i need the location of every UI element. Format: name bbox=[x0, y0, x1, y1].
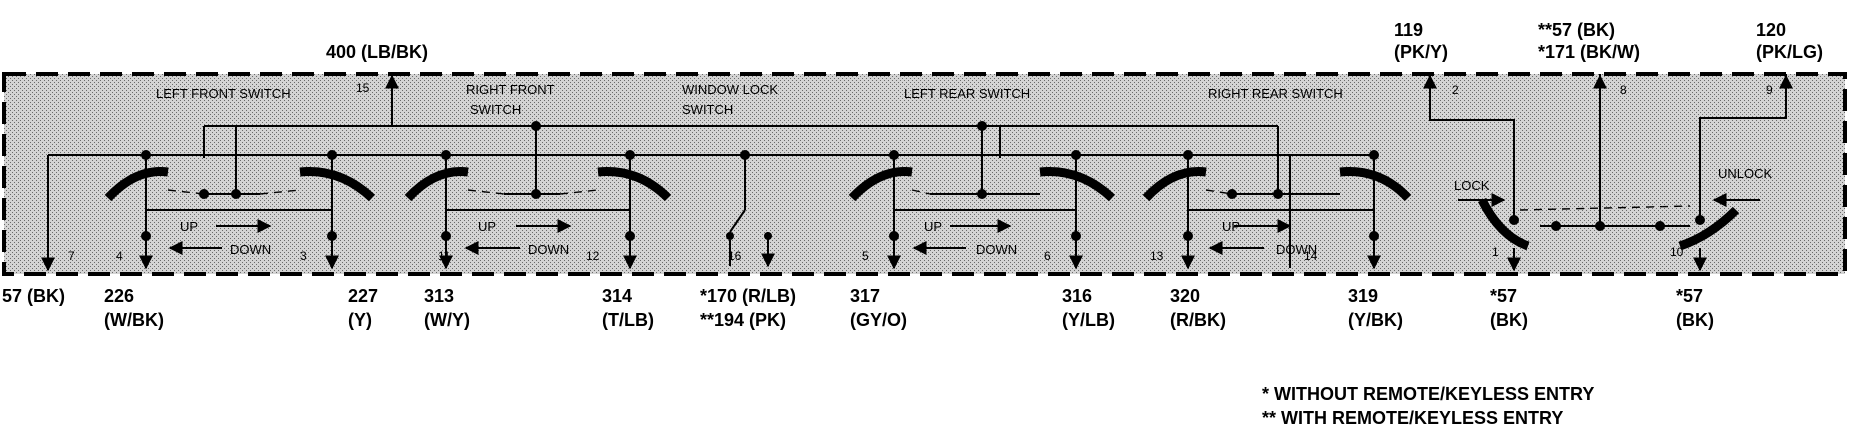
pin-1: 1 bbox=[1492, 245, 1499, 259]
pin-14: 14 bbox=[1304, 249, 1318, 263]
window-lock-switch-label-2: SWITCH bbox=[682, 102, 733, 117]
pin-13: 13 bbox=[1150, 249, 1164, 263]
window-lock-switch-label-1: WINDOW LOCK bbox=[682, 82, 778, 97]
wire-316-color-label: (Y/LB) bbox=[1062, 310, 1115, 330]
wire-57-top-label: **57 (BK) bbox=[1538, 20, 1615, 40]
right-rear-switch bbox=[1000, 125, 1412, 270]
wire-314-label: 314 bbox=[602, 286, 632, 306]
wire-120-label: 120 bbox=[1756, 20, 1786, 40]
left-rear-switch-label: LEFT REAR SWITCH bbox=[904, 86, 1030, 101]
wire-316-label: 316 bbox=[1062, 286, 1092, 306]
pin-11: 11 bbox=[438, 249, 451, 263]
pin-3: 3 bbox=[300, 249, 307, 263]
wire-320-label: 320 bbox=[1170, 286, 1200, 306]
wire-319-color-label: (Y/BK) bbox=[1348, 310, 1403, 330]
wire-227-color-label: (Y) bbox=[348, 310, 372, 330]
legend-without-remote: * WITHOUT REMOTE/KEYLESS ENTRY bbox=[1262, 384, 1594, 404]
wire-170-label: *170 (R/LB) bbox=[700, 286, 796, 306]
up-label-left-front: UP bbox=[180, 219, 198, 234]
legend-with-remote: ** WITH REMOTE/KEYLESS ENTRY bbox=[1262, 408, 1563, 428]
wire-314-color-label: (T/LB) bbox=[602, 310, 654, 330]
wire-313-color-label: (W/Y) bbox=[424, 310, 470, 330]
wire-226-color-label: (W/BK) bbox=[104, 310, 164, 330]
wire-400-label: 400 (LB/BK) bbox=[326, 42, 428, 62]
pin-7: 7 bbox=[68, 249, 75, 263]
door-lock-switch bbox=[1423, 74, 1793, 272]
wire-317-color-label: (GY/O) bbox=[850, 310, 907, 330]
pin-16: 16 bbox=[728, 249, 742, 263]
left-front-switch-label: LEFT FRONT SWITCH bbox=[156, 86, 291, 101]
wire-57-lock-color-label: (BK) bbox=[1490, 310, 1528, 330]
wire-119-color-label: (PK/Y) bbox=[1394, 42, 1448, 62]
down-label-left-rear: DOWN bbox=[976, 242, 1017, 257]
pin-8: 8 bbox=[1620, 83, 1627, 97]
wire-226-label: 226 bbox=[104, 286, 134, 306]
wire-320-color-label: (R/BK) bbox=[1170, 310, 1226, 330]
feed-bus bbox=[47, 74, 1374, 268]
wire-57-unlock-color-label: (BK) bbox=[1676, 310, 1714, 330]
lock-label: LOCK bbox=[1454, 178, 1490, 193]
unlock-label: UNLOCK bbox=[1718, 166, 1773, 181]
pin-9: 9 bbox=[1766, 83, 1773, 97]
wire-313-label: 313 bbox=[424, 286, 454, 306]
pin-6: 6 bbox=[1044, 249, 1051, 263]
down-label-right-front: DOWN bbox=[528, 242, 569, 257]
down-label-right-rear: DOWN bbox=[1276, 242, 1317, 257]
right-rear-switch-label: RIGHT REAR SWITCH bbox=[1208, 86, 1343, 101]
wire-317-label: 317 bbox=[850, 286, 880, 306]
left-rear-switch bbox=[848, 121, 1116, 270]
wire-120-color-label: (PK/LG) bbox=[1756, 42, 1823, 62]
pin-15: 15 bbox=[356, 81, 370, 95]
up-label-left-rear: UP bbox=[924, 219, 942, 234]
wire-57-lock-label: *57 bbox=[1490, 286, 1517, 306]
left-front-switch bbox=[104, 126, 376, 270]
right-front-switch-label-1: RIGHT FRONT bbox=[466, 82, 555, 97]
wire-171-label: *171 (BK/W) bbox=[1538, 42, 1640, 62]
pin-12: 12 bbox=[586, 249, 600, 263]
wire-227-label: 227 bbox=[348, 286, 378, 306]
down-label-left-front: DOWN bbox=[230, 242, 271, 257]
pin-2: 2 bbox=[1452, 83, 1459, 97]
window-lock-switch bbox=[726, 150, 775, 268]
right-front-switch bbox=[404, 121, 672, 270]
right-front-switch-label-2: SWITCH bbox=[470, 102, 521, 117]
wire-57-left-label: 57 (BK) bbox=[2, 286, 65, 306]
wire-194-label: **194 (PK) bbox=[700, 310, 786, 330]
up-label-right-front: UP bbox=[478, 219, 496, 234]
wire-119-label: 119 bbox=[1394, 20, 1423, 40]
pin-4: 4 bbox=[116, 249, 123, 263]
wire-319-label: 319 bbox=[1348, 286, 1378, 306]
up-label-right-rear: UP bbox=[1222, 219, 1240, 234]
pin-5: 5 bbox=[862, 249, 869, 263]
wire-57-unlock-label: *57 bbox=[1676, 286, 1703, 306]
pin-10: 10 bbox=[1670, 245, 1684, 259]
switch-assembly-housing bbox=[2, 72, 1847, 276]
